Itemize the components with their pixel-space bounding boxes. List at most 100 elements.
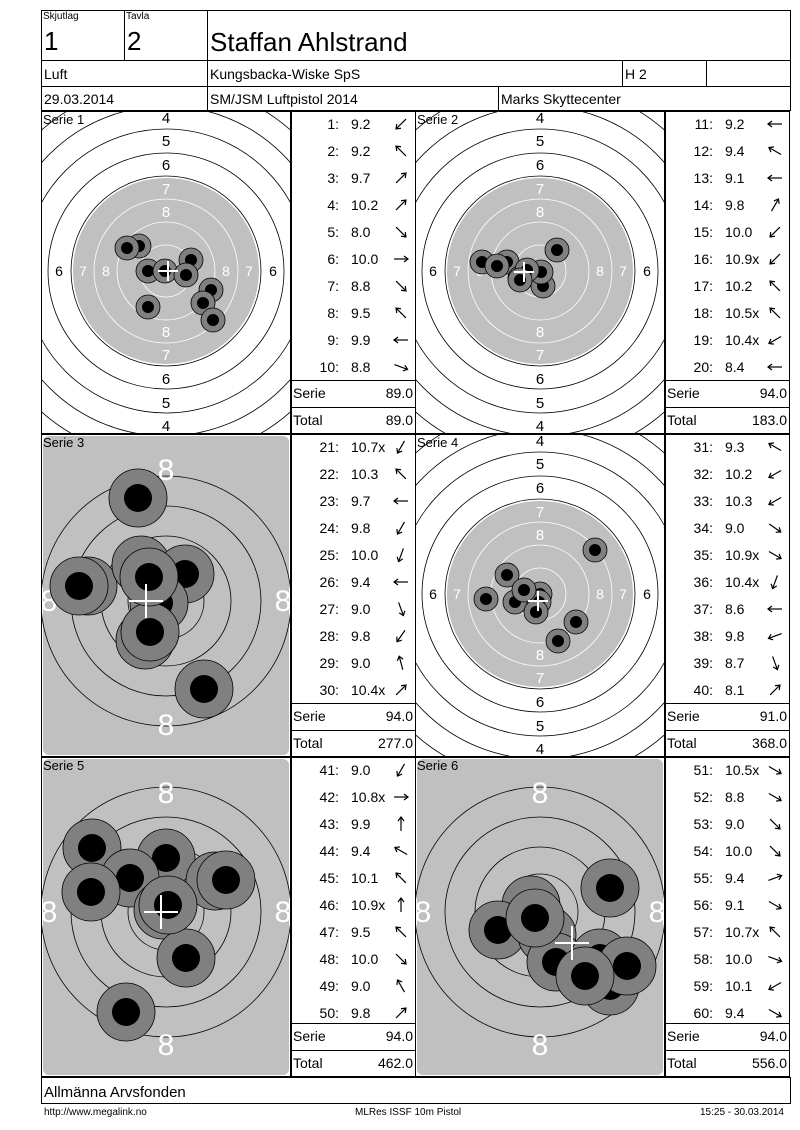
footer-url[interactable]: http://www.megalink.no [44,1107,147,1118]
direction-arrow-icon [391,195,411,215]
direction-arrow-icon [765,949,785,969]
shot-value: 10.0 [351,251,379,267]
direction-arrow-icon [765,626,785,646]
shot-row: 30:10.4x [291,677,416,703]
shot-row: 2:9.2 [291,138,416,164]
shot-value: 9.7 [351,170,371,186]
shot-row: 34:9.0 [665,515,790,541]
shot-number: 37: [693,601,713,617]
shot-row: 38:9.8 [665,623,790,649]
direction-arrow-icon [765,518,785,538]
serie-label: Serie 6 [417,758,459,773]
shot-row: 28:9.8 [291,623,416,649]
shot-number: 51: [693,762,713,778]
direction-arrow-icon [391,626,411,646]
shot-row: 17:10.2 [665,273,790,299]
ring-label: 8 [162,204,170,221]
shot-value: 9.2 [351,116,371,132]
shot-number: 50: [319,1005,339,1021]
shot-value: 9.5 [351,924,371,940]
shot-number: 35: [693,547,713,563]
direction-arrow-icon [391,141,411,161]
shot-row: 43:9.9 [291,811,416,837]
ring-label: 6 [536,157,544,174]
shot-value: 10.3 [351,466,379,482]
ring-label: 7 [245,263,253,279]
shot-hole [173,262,199,288]
direction-arrow-icon [391,599,411,619]
shot-value: 9.8 [351,628,371,644]
shot-number: 29: [319,655,339,671]
shot-row: 59:10.1 [665,973,790,999]
table-divider [665,730,790,731]
shot-value: 8.8 [351,359,371,375]
shot-row: 35:10.9x [665,542,790,568]
ring-label: 8 [596,263,604,279]
direction-arrow-icon [391,895,411,915]
shot-value: 9.4 [725,143,745,159]
shot-hole [484,253,510,279]
shot-row: 7:8.8 [291,273,416,299]
header-vline-4 [706,60,707,86]
shot-value: 9.0 [351,655,371,671]
shot-number: 57: [693,924,713,940]
shot-row: 9:9.9 [291,327,416,353]
shot-row: 5:8.0 [291,219,416,245]
shot-number: 21: [319,439,339,455]
shot-row: 13:9.1 [665,165,790,191]
ring-label: 8 [596,586,604,602]
shot-number: 48: [319,951,339,967]
shot-row: 48:10.0 [291,946,416,972]
shot-value: 10.7x [351,439,386,455]
ring-label: 5 [536,395,544,412]
table-divider [291,1050,416,1051]
center-cross [144,895,178,929]
direction-arrow-icon [391,222,411,242]
ring-label: 4 [536,418,544,434]
shot-hole [523,599,549,625]
ring-label: 8 [536,324,544,341]
shot-hole [174,659,234,719]
direction-arrow-icon [765,222,785,242]
shot-number: 13: [693,170,713,186]
shot-row: 54:10.0 [665,838,790,864]
ring-label: 6 [536,694,544,711]
table-divider [665,1050,790,1051]
shot-hole [135,294,161,320]
ring-label: 8 [275,896,291,929]
shot-value: 9.0 [725,520,745,536]
shot-value: 10.2 [351,197,379,213]
shot-value: 9.0 [351,601,371,617]
table-divider [665,703,790,704]
ring-label: 7 [619,586,627,602]
direction-arrow-icon [391,1003,411,1023]
direction-arrow-icon [765,787,785,807]
shot-row: 52:8.8 [665,784,790,810]
ring-label: 4 [536,111,544,127]
direction-arrow-icon [765,814,785,834]
ring-label: 8 [536,647,544,664]
serie-value: 94.0 [385,708,413,724]
shot-row: 33:10.3 [665,488,790,514]
center-cross [528,591,548,611]
shot-hole [494,562,520,588]
shot-row: 56:9.1 [665,892,790,918]
direction-arrow-icon [391,303,411,323]
ring-label: 8 [415,896,431,929]
shot-number: 15: [693,224,713,240]
shot-row: 22:10.3 [291,461,416,487]
shot-number: 55: [693,870,713,886]
ring-label: 4 [162,111,170,127]
serie-value: 89.0 [385,385,413,401]
shot-row: 39:8.7 [665,650,790,676]
shot-number: 27: [319,601,339,617]
serie-label: Serie 2 [417,112,459,127]
total-value: 89.0 [385,412,413,428]
shot-row: 15:10.0 [665,219,790,245]
ring-label: 6 [269,263,277,279]
shot-number: 7: [327,278,339,294]
direction-arrow-icon [765,464,785,484]
shot-value: 10.9x [351,897,386,913]
